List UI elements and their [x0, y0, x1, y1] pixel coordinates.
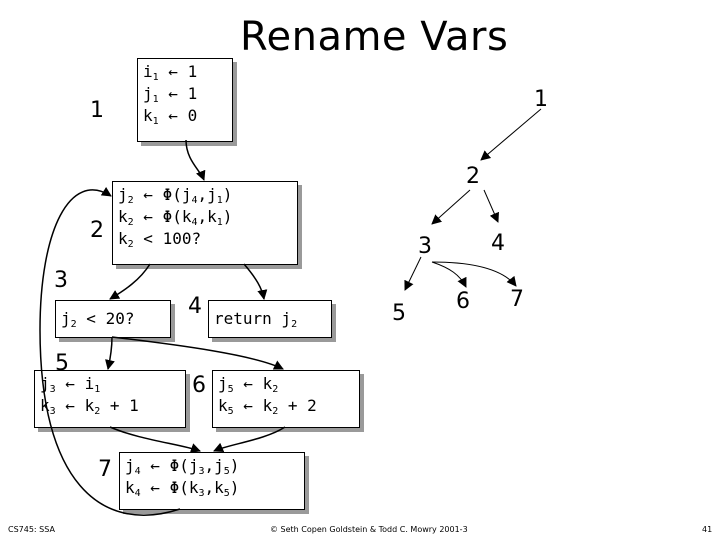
block-4-code: return j2: [209, 301, 331, 332]
code-line: k4 ← Φ(k3,k5): [125, 478, 240, 499]
block-7-label: 7: [98, 457, 112, 482]
block-2-code: j2 ← Φ(j4,j1)k2 ← Φ(k4,k1)k2 < 100?: [113, 182, 297, 252]
code-line: k3 ← k2 + 1: [40, 396, 139, 417]
edge-6-7: [213, 426, 286, 452]
block-4-label: 4: [188, 294, 202, 319]
code-line: i1 ← 1: [143, 62, 198, 83]
tree-edge-2-3: [431, 189, 471, 225]
tree-edge-3-5: [404, 256, 422, 291]
edge-3-6: [111, 336, 284, 370]
tree-node-5: 5: [392, 301, 406, 326]
edge-5-7: [109, 426, 201, 453]
tree-node-4: 4: [491, 231, 505, 256]
block-7-code: j4 ← Φ(j3,j5)k4 ← Φ(k3,k5): [120, 453, 304, 501]
footer-page-number: 41: [702, 525, 713, 534]
footer-course: CS745: SSA: [8, 525, 55, 534]
block-3-code: j2 < 20?: [56, 301, 170, 332]
edge-2-4: [243, 263, 268, 300]
code-line: j3 ← i1: [40, 374, 101, 395]
code-line: j2 < 20?: [61, 309, 135, 330]
block-3-label: 3: [54, 268, 68, 293]
code-line: j5 ← k2: [218, 374, 279, 395]
block-4: return j2: [208, 300, 332, 338]
code-line: k1 ← 0: [143, 106, 198, 127]
tree-edge-3-6: [431, 261, 467, 288]
code-line: j4 ← Φ(j3,j5): [125, 456, 240, 477]
tree-edge-1-2: [480, 108, 542, 161]
edge-7-2: [39, 186, 181, 516]
tree-node-1: 1: [534, 87, 548, 112]
edge-3-5: [105, 336, 115, 370]
code-line: j2 ← Φ(j4,j1): [118, 185, 233, 206]
code-line: j1 ← 1: [143, 84, 198, 105]
tree-edge-3-7: [431, 261, 517, 287]
code-line: return j2: [214, 309, 298, 330]
code-line: k5 ← k2 + 2: [218, 396, 317, 417]
tree-node-6: 6: [456, 289, 470, 314]
tree-node-7: 7: [510, 287, 524, 312]
tree-node-2: 2: [466, 164, 480, 189]
block-7: j4 ← Φ(j3,j5)k4 ← Φ(k3,k5): [119, 452, 305, 510]
block-2-label: 2: [90, 218, 104, 243]
block-6-label: 6: [192, 373, 206, 398]
block-2: j2 ← Φ(j4,j1)k2 ← Φ(k4,k1)k2 < 100?: [112, 181, 298, 265]
footer-copyright: © Seth Copen Goldstein & Todd C. Mowry 2…: [270, 525, 468, 534]
tree-edge-2-4: [483, 189, 499, 223]
block-5-label: 5: [55, 351, 69, 376]
code-line: k2 ← Φ(k4,k1): [118, 207, 233, 228]
code-line: k2 < 100?: [118, 229, 202, 250]
tree-node-3: 3: [418, 234, 432, 259]
slide-title: Rename Vars: [240, 14, 509, 60]
edge-1-2: [185, 139, 206, 181]
block-1-label: 1: [90, 98, 104, 123]
edge-2-3: [109, 263, 151, 300]
